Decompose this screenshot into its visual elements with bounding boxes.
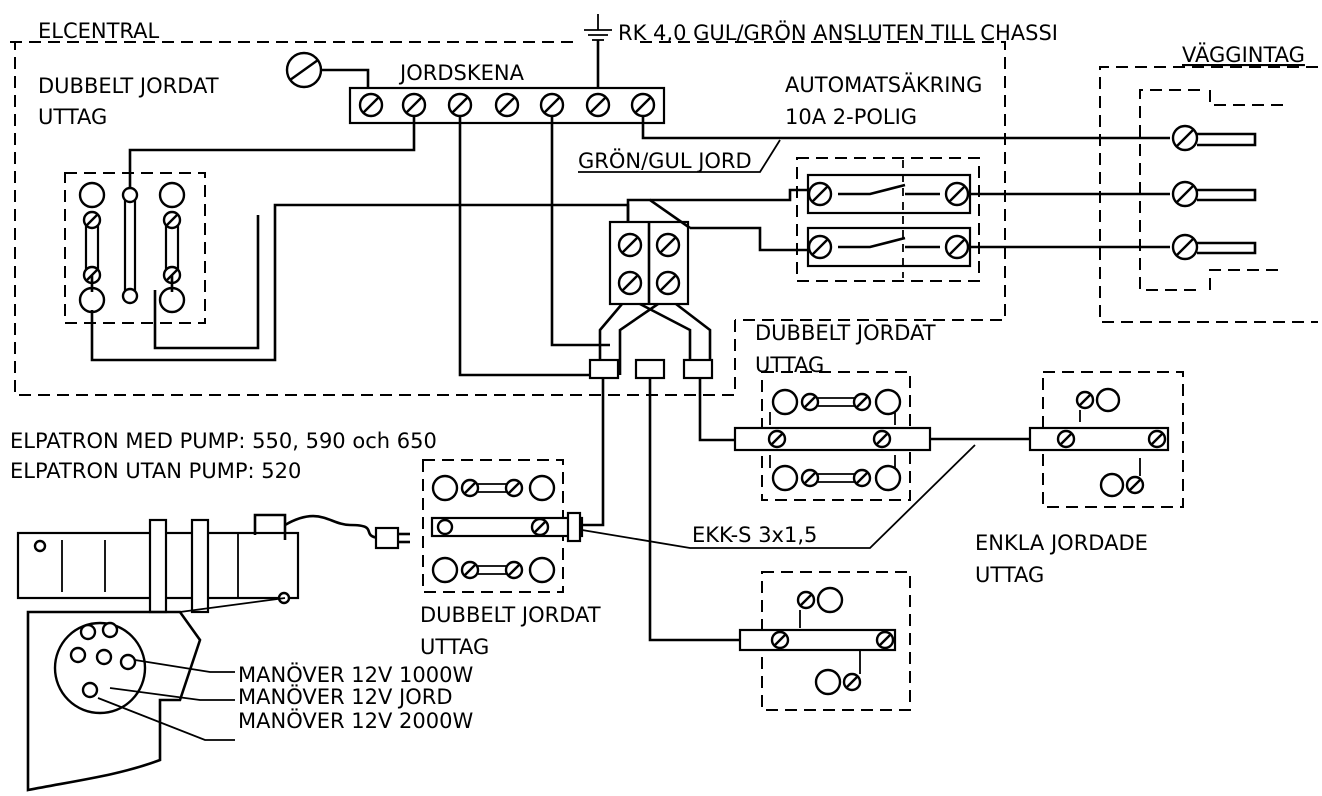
jordskena-label: JORDSKENA — [398, 61, 525, 85]
rk-label: RK 4,0 GUL/GRÖN ANSLUTEN TILL CHASSI — [618, 20, 1058, 45]
elpatron-med-label: ELPATRON MED PUMP: 550, 590 och 650 — [10, 429, 437, 453]
ekk-label: EKK-S 3x1,5 — [692, 523, 817, 547]
terminal-icon — [800, 468, 820, 488]
wire-ground-uttag3 — [458, 116, 590, 377]
terminal-icon — [807, 181, 833, 207]
terminal-icon — [617, 232, 643, 258]
terminal-icon — [630, 92, 656, 118]
dubbelt-3-title: DUBBELT JORDAT — [420, 603, 601, 627]
elpatron-utan-label: ELPATRON UTAN PUMP: 520 — [10, 459, 301, 483]
elcentral-label: ELCENTRAL — [38, 19, 160, 43]
terminal-icon — [162, 210, 182, 230]
dubbelt-2-sub: UTTAG — [755, 353, 824, 377]
manover-1000w: MANÖVER 12V 1000W — [238, 662, 473, 687]
terminal-icon — [530, 517, 550, 537]
chassis-screw-icon — [285, 51, 323, 89]
terminal-icon — [460, 478, 480, 498]
elpatron-heater — [16, 513, 410, 792]
automat-label: AUTOMATSÄKRING — [785, 72, 982, 97]
cable-bar-1 — [430, 516, 584, 538]
terminal-icon — [842, 672, 862, 692]
automat-breaker — [806, 160, 972, 278]
terminal-icon — [770, 630, 790, 650]
wire-ground-vagg — [641, 116, 1170, 140]
elcentral-enclosure — [10, 41, 1006, 396]
terminal-icon — [1056, 429, 1076, 449]
distribution-terminals — [617, 232, 681, 296]
terminal-icon — [852, 468, 872, 488]
terminal-icon — [401, 92, 427, 118]
vagg-inner — [1139, 89, 1285, 291]
terminal-icon — [875, 630, 895, 650]
gron-gul-leader — [578, 139, 781, 173]
wire-ground-enkla — [550, 116, 610, 347]
terminal-icon — [436, 518, 454, 536]
terminal-icon — [944, 234, 970, 260]
dubbelt-uttag-1 — [78, 181, 186, 314]
wire-ground-uttag1 — [128, 116, 416, 195]
terminal-icon — [585, 92, 611, 118]
terminal-icon — [504, 478, 524, 498]
terminal-icon — [655, 270, 681, 296]
dubbelt-uttag-3 — [431, 474, 556, 584]
terminal-icon — [617, 270, 643, 296]
terminal-icon — [82, 210, 102, 230]
enkla-uttag-2 — [796, 586, 862, 696]
terminal-icon — [539, 92, 565, 118]
wire-to-breaker-upper — [650, 188, 810, 202]
wire-to-enkla2 — [648, 378, 740, 642]
jordskena-terminals — [358, 92, 656, 118]
dubbelt-2-title: DUBBELT JORDAT — [755, 321, 936, 345]
ground-icon — [584, 14, 612, 41]
manover-2000w: MANÖVER 12V 2000W — [238, 708, 473, 733]
terminal-icon — [1171, 124, 1199, 152]
terminal-icon — [1125, 475, 1145, 495]
wire-to-uttag3 — [583, 378, 605, 527]
dubbelt-1-sub: UTTAG — [38, 105, 107, 129]
wire-to-breaker-lower — [690, 226, 810, 252]
terminal-icon — [1171, 180, 1199, 208]
wire-uttag1-neutral — [153, 215, 260, 350]
vagg-label: VÄGGINTAG — [1182, 42, 1305, 67]
terminal-icon — [494, 92, 520, 118]
terminal-icon — [460, 560, 480, 580]
crossing-wires — [598, 302, 712, 375]
wire-to-uttag2 — [698, 378, 735, 442]
gron-gul-label: GRÖN/GUL JORD — [578, 148, 752, 173]
cable-bar-3 — [1028, 426, 1170, 452]
dubbelt-uttag-1-box — [64, 172, 206, 324]
terminal-icon — [447, 92, 473, 118]
terminal-icon — [1075, 390, 1095, 410]
automat-sub: 10A 2-POLIG — [785, 105, 917, 129]
dubbelt-uttag-2 — [769, 388, 902, 492]
enkla-uttag-1 — [1075, 387, 1145, 498]
cable-bar-2 — [733, 426, 932, 452]
dubbelt-1-title: DUBBELT JORDAT — [38, 74, 219, 98]
manover-jord: MANÖVER 12V JORD — [238, 684, 453, 709]
terminal-icon — [504, 560, 524, 580]
terminal-icon — [852, 392, 872, 412]
terminal-icon — [767, 429, 787, 449]
power-cord — [284, 514, 379, 540]
dubbelt-uttag-3-box — [422, 459, 564, 593]
terminal-icon — [807, 234, 833, 260]
cable-bar-4 — [738, 628, 897, 652]
terminal-icon — [1147, 429, 1167, 449]
ekk-leader — [581, 444, 976, 549]
terminal-icon — [655, 232, 681, 258]
terminal-icon — [944, 181, 970, 207]
terminal-icon — [1171, 233, 1199, 261]
terminal-icon — [796, 590, 816, 610]
enkla-sub: UTTAG — [975, 563, 1044, 587]
vagg-terminals — [1171, 124, 1257, 261]
terminal-icon — [800, 392, 820, 412]
terminal-icon — [872, 429, 892, 449]
terminal-icon — [358, 92, 384, 118]
dubbelt-3-sub: UTTAG — [420, 635, 489, 659]
enkla-title: ENKLA JORDADE — [975, 531, 1148, 555]
